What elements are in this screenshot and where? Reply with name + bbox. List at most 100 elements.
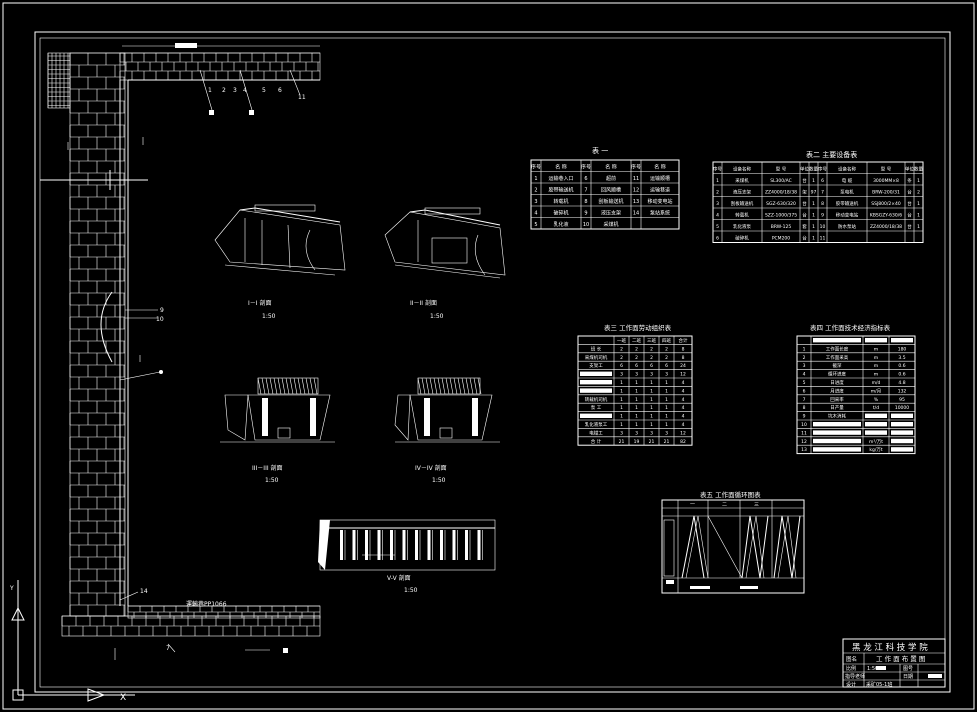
table2-cell: 1 [812, 201, 815, 207]
section-3-drawing [220, 377, 335, 443]
section-4-drawing [394, 377, 500, 443]
table4-cell: kg/万t [869, 447, 882, 453]
table3-cell: 1 [635, 397, 638, 403]
table4-cell: 10000 [895, 405, 909, 411]
table1-cell: 2 [534, 187, 537, 193]
table2-cell: 台 [907, 211, 912, 218]
table3-cell: 21 [619, 439, 625, 445]
table2-cell: 电 缆 [842, 177, 853, 184]
table3-cell: 24 [680, 363, 686, 369]
table4-cell: m [874, 356, 878, 361]
table1-cell: 转载机 [553, 198, 568, 205]
table4-cell: m [874, 364, 878, 369]
table1-cell: 超前 [606, 175, 616, 182]
plan-view [40, 43, 321, 660]
table3-cell: 1 [620, 405, 623, 411]
table2-cell: 1 [716, 178, 719, 184]
table4-cell: 3.5 [898, 355, 905, 361]
table4-cell: 9 [803, 414, 806, 420]
table1-cell: 5 [534, 222, 537, 228]
table1-cell: 运输巷道 [650, 186, 670, 193]
table2-cell: 台 [802, 211, 807, 218]
table3-cell: 8 [682, 346, 685, 352]
section-5-scale: 1:50 [404, 587, 418, 594]
table2-cell: 转载机 [735, 211, 749, 218]
table4-cell: 0.6 [898, 363, 905, 369]
table4-cell: 132 [898, 388, 907, 394]
table1-cell: 7 [584, 187, 587, 193]
table3-cell: 1 [635, 422, 638, 428]
table1-cell: 12 [633, 187, 639, 193]
table2-cell: 台 [802, 234, 807, 241]
table4-cell: m³/万t [869, 439, 883, 445]
table2-cell: 液压支架 [733, 188, 751, 195]
table3-cell: 合计 [679, 337, 688, 344]
table3-cell: 1 [650, 414, 653, 420]
ucs-axis-icon [11, 580, 135, 702]
table1-cell: 序号 [631, 163, 641, 170]
table3-title: 表三 工作面劳动组织表 [604, 323, 672, 332]
table2-cell: BRW-200/31 [872, 189, 900, 195]
table2-cell: 架 [802, 189, 807, 195]
title-block-class: 采矿05-1班 [866, 681, 892, 688]
table4-cell: m/d [872, 380, 881, 386]
table3-cell: 1 [620, 414, 623, 420]
table2-cell: 单位 [800, 165, 809, 172]
table2-cell: 采煤机 [735, 177, 749, 184]
table2-cell: SSJ800/2×40 [871, 201, 901, 207]
table4-cell: 月进度 [830, 387, 844, 394]
table2-cell: 型 号 [881, 165, 892, 172]
table3-cell: 8 [682, 355, 685, 361]
table1-cell: 9 [584, 210, 587, 216]
table1-cell: 4 [534, 210, 537, 216]
table2-cell: 胶带输送机 [836, 200, 859, 207]
table2-cell: 1 [812, 212, 815, 218]
table3-cell: 支架工 [589, 362, 603, 369]
table3-cell: 1 [665, 397, 668, 403]
table3-cell: 1 [665, 405, 668, 411]
table2-cell: 2 [917, 189, 920, 195]
callout-4: 4 [243, 87, 247, 94]
table3-cell: 班 长 [591, 345, 602, 352]
table2-cell: 台 [802, 200, 807, 207]
section-3-label: III－III 剖面 [252, 464, 283, 472]
table1-cell: 液压支架 [601, 209, 621, 216]
table1-cell: 名 称 [654, 163, 666, 170]
table3-cell: 1 [650, 397, 653, 403]
table2-cell: 台 [907, 200, 912, 207]
table2-cell: 设备名称 [733, 165, 751, 172]
section-5-label: V-V 剖面 [387, 574, 411, 582]
callout-6: 6 [278, 87, 282, 94]
table4-cell: 7 [803, 397, 806, 403]
title-block [842, 638, 946, 688]
table2-cell: SL300/AC [770, 178, 792, 184]
table3-cell: 4 [682, 380, 685, 386]
table3-cell: 2 [620, 355, 623, 361]
table3-cell: 1 [650, 380, 653, 386]
table4-cell: 95 [899, 397, 905, 403]
table2-cell: BRW-125 [771, 224, 792, 230]
table4-cell: % [874, 397, 879, 403]
table3-cell: 3 [650, 372, 653, 378]
table3-cell: 1 [620, 380, 623, 386]
table3-cell: 1 [665, 388, 668, 394]
table2-cell: 条 [907, 177, 912, 184]
section-3-scale: 1:50 [265, 477, 279, 484]
table1-cell: 采煤机 [603, 221, 618, 228]
section-4-label: IV－IV 剖面 [415, 464, 447, 472]
table3-cell: 2 [650, 355, 653, 361]
table1-cell: 14 [633, 210, 639, 216]
table2-cell: 10 [820, 224, 826, 230]
table3-cell: 1 [665, 422, 668, 428]
table2-cell: ZZ4000/18/38 [870, 224, 902, 230]
table1-cell: 名 称 [605, 163, 617, 170]
table3-cell: 3 [665, 372, 668, 378]
table3-cell: 3 [635, 372, 638, 378]
table1-title: 表 一 [592, 146, 608, 155]
table4-cell: 坑木消耗 [828, 413, 846, 420]
table2-cell: 1 [812, 224, 815, 230]
